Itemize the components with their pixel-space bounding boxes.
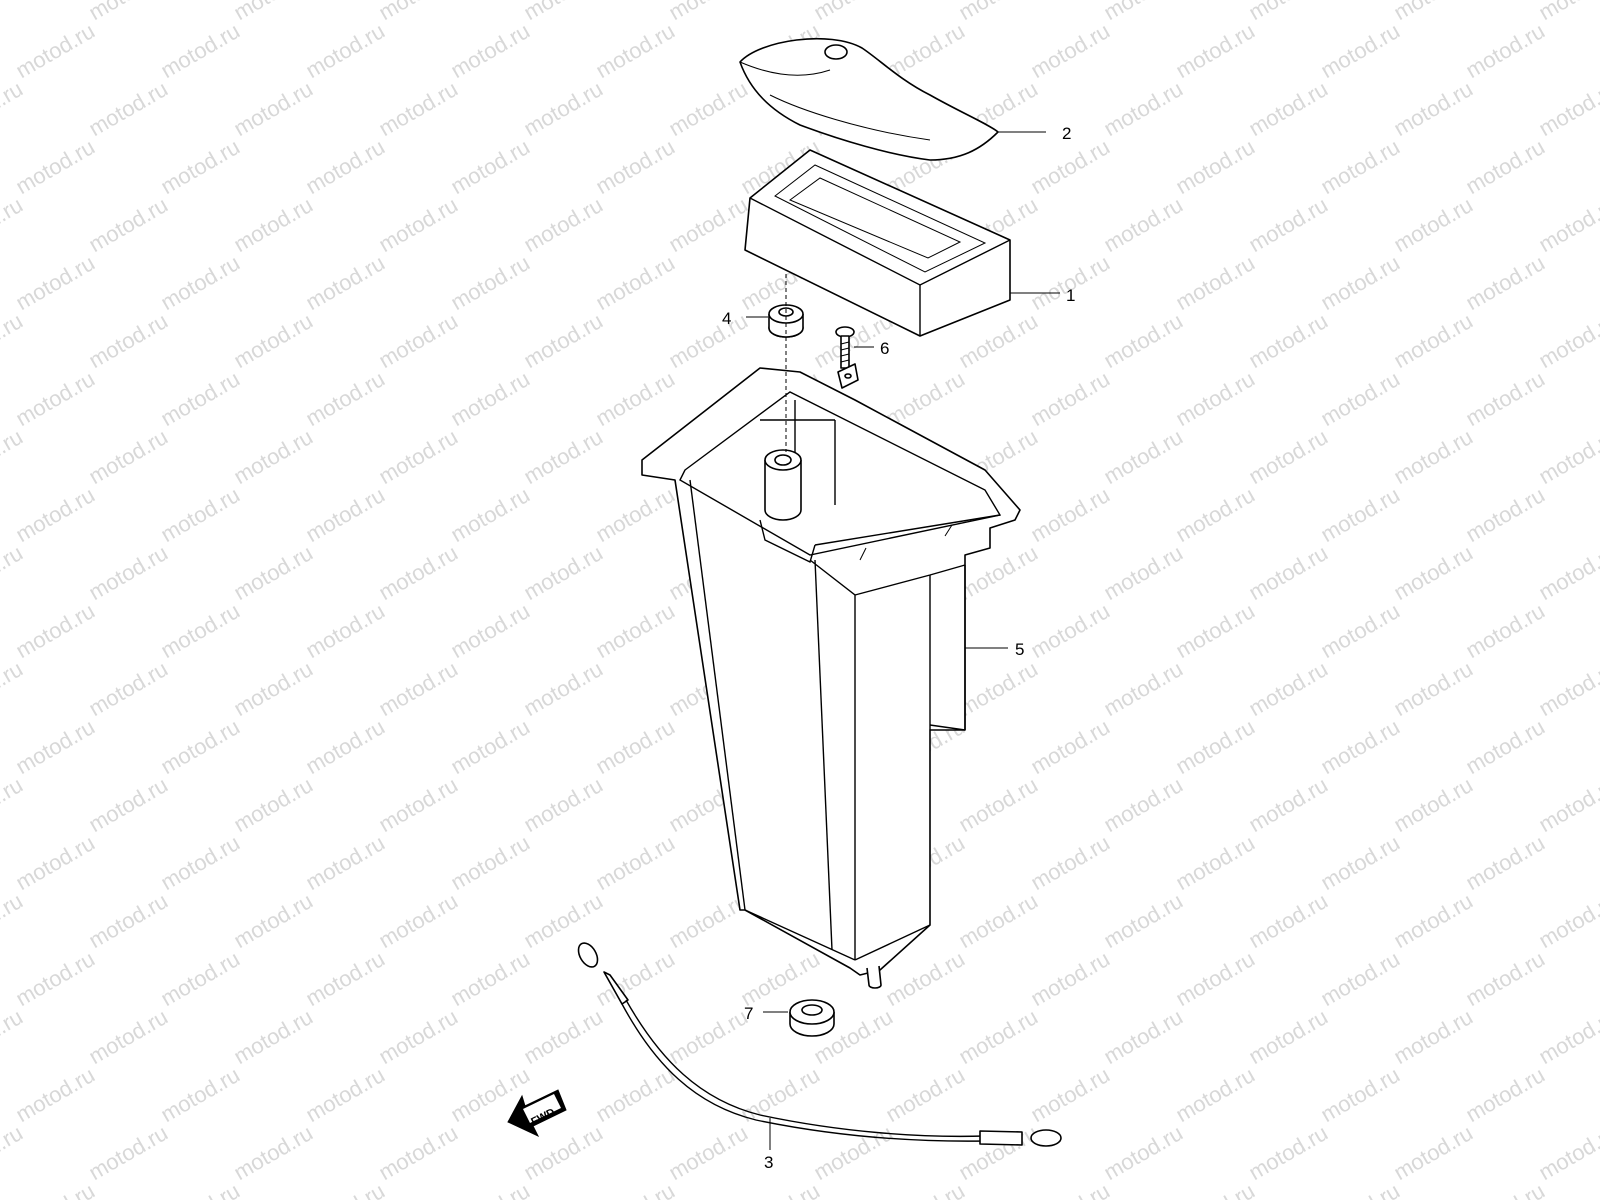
callout-1: 1 <box>1066 286 1075 305</box>
part-3-strap <box>577 942 1062 1147</box>
part-2-pad <box>739 37 999 161</box>
fwd-arrow-icon: FWD <box>507 1089 567 1138</box>
callout-6: 6 <box>880 339 889 358</box>
callout-4: 4 <box>722 309 731 328</box>
part-7-grommet <box>789 999 835 1037</box>
part-5-case <box>641 363 1021 989</box>
callout-7: 7 <box>744 1004 753 1023</box>
callout-labels: 2 1 4 6 5 7 3 <box>722 124 1075 1172</box>
part-1-tray <box>744 149 1011 337</box>
callout-2: 2 <box>1062 124 1071 143</box>
part-6-screw <box>835 326 855 369</box>
leader-lines <box>746 131 1060 1150</box>
callout-3: 3 <box>764 1153 773 1172</box>
callout-5: 5 <box>1015 640 1024 659</box>
